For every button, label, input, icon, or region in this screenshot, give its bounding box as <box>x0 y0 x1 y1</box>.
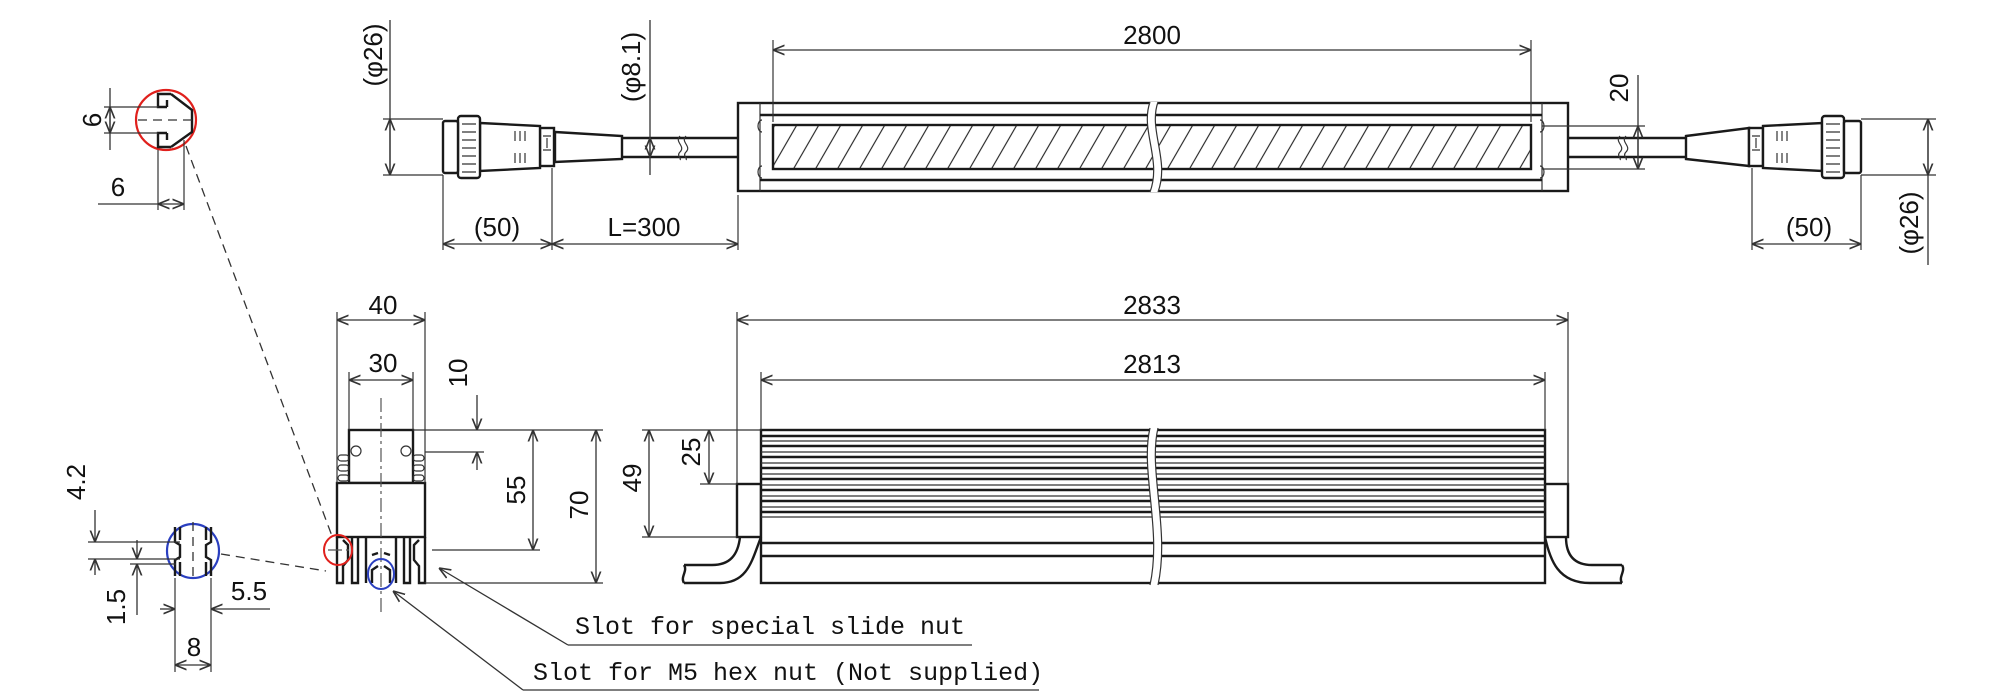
dim-label-phi26-right: (φ26) <box>1894 191 1924 254</box>
profile-cross-section <box>328 398 427 613</box>
side-cable-right <box>1543 536 1625 585</box>
light-bar-side <box>681 427 1625 586</box>
dim-2800: 2800 <box>772 20 1532 122</box>
dim-label-5-5: 5.5 <box>231 576 267 606</box>
dim-label-slot-6-horizontal: 6 <box>111 172 125 202</box>
special-slot-marker <box>323 534 353 566</box>
detail-leader-hex <box>220 553 327 572</box>
dim-49-25: 49 25 <box>617 429 761 538</box>
dim-label-50-right: (50) <box>1786 212 1832 242</box>
dim-label-49: 49 <box>617 464 647 493</box>
dim-label-phi8-1: (φ8.1) <box>616 32 646 102</box>
dim-2813: 2813 <box>760 349 1546 430</box>
dim-label-4-2: 4.2 <box>61 464 91 500</box>
dim-label-phi26-left: (φ26) <box>358 23 388 86</box>
dim-label-2833: 2833 <box>1123 290 1181 320</box>
right-cable-connector <box>1568 114 1863 180</box>
detail-leader-special <box>185 145 333 537</box>
detail-special-slot: 6 6 <box>77 88 333 537</box>
dim-phi26-left: (φ26) <box>358 20 443 176</box>
dim-label-20: 20 <box>1604 74 1634 103</box>
dim-cable-lengths-left: (50) L=300 <box>442 168 739 250</box>
dim-label-25: 25 <box>676 438 706 467</box>
dim-phi26-right: (φ26) <box>1861 118 1936 265</box>
callout-label-m5-hex-nut: Slot for M5 hex nut (Not supplied) <box>533 659 1043 688</box>
callout-special-slide-nut: Slot for special slide nut <box>439 568 972 646</box>
light-bar-top <box>736 101 1570 193</box>
callout-m5-hex-nut: Slot for M5 hex nut (Not supplied) <box>393 591 1043 691</box>
dim-10-55-70: 10 55 70 <box>413 359 603 584</box>
dim-label-10: 10 <box>443 359 473 388</box>
dim-40: 40 <box>336 290 426 483</box>
dim-label-50-left: (50) <box>474 212 520 242</box>
dim-label-40: 40 <box>369 290 398 320</box>
dim-30: 30 <box>348 348 414 430</box>
hex-slot-marker <box>367 558 395 590</box>
callout-label-special-slide-nut: Slot for special slide nut <box>575 613 965 642</box>
left-cable-connector <box>441 114 738 180</box>
dim-label-30: 30 <box>369 348 398 378</box>
dim-label-2800: 2800 <box>1123 20 1181 50</box>
dim-label-2813: 2813 <box>1123 349 1181 379</box>
top-view: 2800 (φ26) (φ8.1) (50) L=300 <box>358 20 1936 265</box>
dim-phi8-1: (φ8.1) <box>616 20 650 175</box>
dim-50-right: (50) <box>1751 168 1862 250</box>
dim-label-L300: L=300 <box>607 212 680 242</box>
dim-2833: 2833 <box>736 290 1569 484</box>
detail-hex-slot: 4.2 1.5 5.5 8 <box>61 464 327 672</box>
dim-label-55: 55 <box>501 476 531 505</box>
side-cable-left <box>681 536 763 585</box>
dim-label-8: 8 <box>187 632 201 662</box>
dim-20: 20 <box>1542 74 1645 170</box>
dim-label-slot-6-vertical: 6 <box>77 113 107 127</box>
section-view: 40 30 10 55 70 Slot for special slide nu… <box>323 290 1043 691</box>
break-line <box>1146 101 1155 193</box>
dim-label-70: 70 <box>564 491 594 520</box>
dim-label-1-5: 1.5 <box>101 589 131 625</box>
side-view: 2833 2813 49 25 <box>617 290 1625 586</box>
